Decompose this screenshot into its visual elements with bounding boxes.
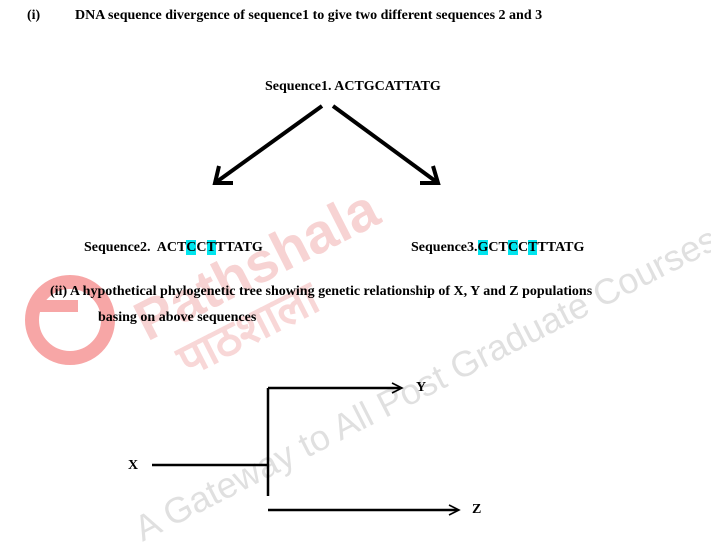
base-segment-highlighted: T	[206, 240, 216, 255]
base-segment: TTATG	[537, 240, 585, 255]
base-segment-highlighted: G	[477, 240, 489, 255]
base-segment-highlighted: C	[507, 240, 518, 255]
divergence-arrow-left	[213, 104, 324, 185]
divergence-arrow-right	[331, 104, 440, 185]
arrowhead-z-icon	[448, 504, 461, 516]
sequence-2-prefix: Sequence2.	[84, 240, 157, 255]
tree-label-z: Z	[472, 502, 482, 517]
part-ii-caption-line2: basing on above sequences	[98, 310, 257, 325]
base-segment-highlighted: C	[186, 240, 197, 255]
sequence-2-bases: ACTCCTTTATG	[157, 240, 263, 255]
base-segment: C	[196, 240, 207, 255]
arrowhead-left-icon	[212, 165, 233, 185]
part-ii-caption-line1: (ii) A hypothetical phylogenetic tree sh…	[50, 284, 593, 299]
tree-label-x: X	[128, 458, 139, 473]
base-segment: C	[517, 240, 529, 255]
arrowhead-right-icon	[420, 165, 441, 185]
part-i-label: (i)	[27, 8, 41, 23]
sequence-3-bases: GCTCCTTTATG	[477, 240, 585, 255]
base-segment-highlighted: T	[528, 240, 538, 255]
arrowhead-y-icon	[391, 382, 404, 394]
sequence-3-prefix: Sequence3.	[411, 240, 478, 255]
sequence-1: Sequence1. ACTGCATTATG	[265, 79, 441, 94]
base-segment: ACT	[156, 240, 187, 255]
tree-label-y: Y	[416, 380, 427, 395]
sequence-2: Sequence2. ACTCCTTTATG	[84, 240, 263, 256]
base-segment: CT	[488, 240, 508, 255]
part-i-heading: DNA sequence divergence of sequence1 to …	[75, 8, 543, 23]
sequence-3: Sequence3.GCTCCTTTATG	[411, 240, 584, 256]
base-segment: TTATG	[215, 240, 263, 255]
